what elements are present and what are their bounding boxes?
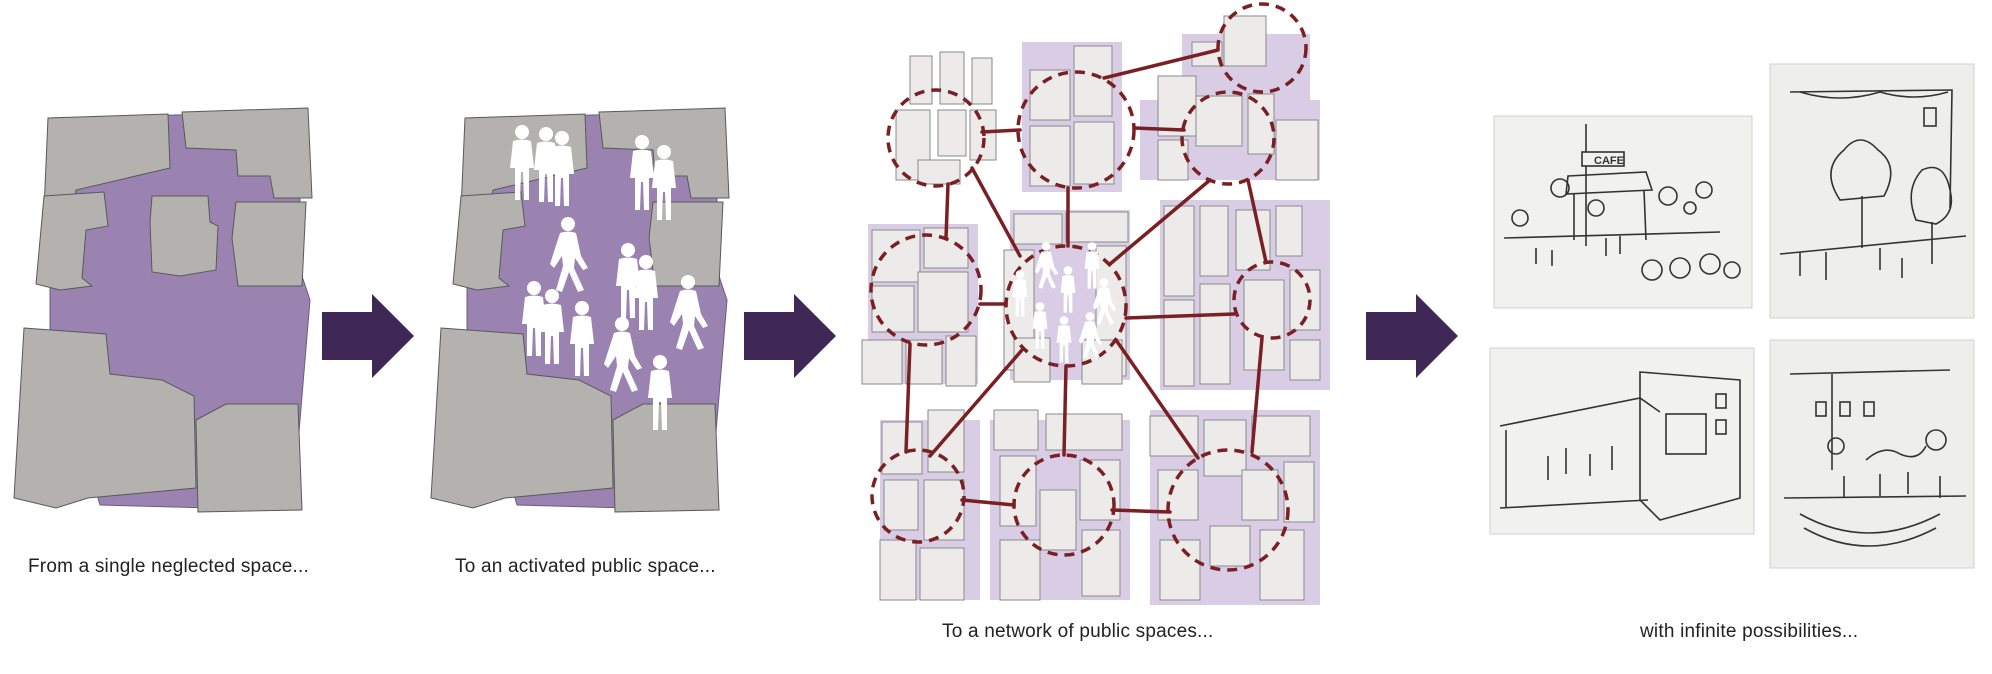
sketch-bowl (1769, 339, 1975, 569)
arrow-right-icon (322, 294, 414, 378)
caption-network-of-public-spaces: To a network of public spaces... (942, 621, 1214, 642)
cafe-sign: CAFE (1594, 155, 1624, 167)
caption-infinite-possibilities: with infinite possibilities... (1640, 621, 1859, 642)
arrow-right-icon (1366, 294, 1458, 378)
panel-single-neglected-space (13, 107, 313, 513)
arrow-right-icon (744, 294, 836, 378)
caption-activated-public-space: To an activated public space... (455, 556, 716, 577)
sketch-cafe: CAFE (1493, 115, 1753, 309)
network-links (904, 48, 1268, 514)
surrounding-buildings (13, 107, 313, 513)
panel-activated-public-space (430, 107, 730, 513)
sketch-square (1489, 347, 1755, 535)
caption-single-neglected-space: From a single neglected space... (28, 556, 309, 577)
sketch-trees (1769, 63, 1975, 319)
panel-network-of-spaces (861, 2, 1330, 605)
panel-infinite-possibilities: CAFE (1489, 63, 1975, 569)
